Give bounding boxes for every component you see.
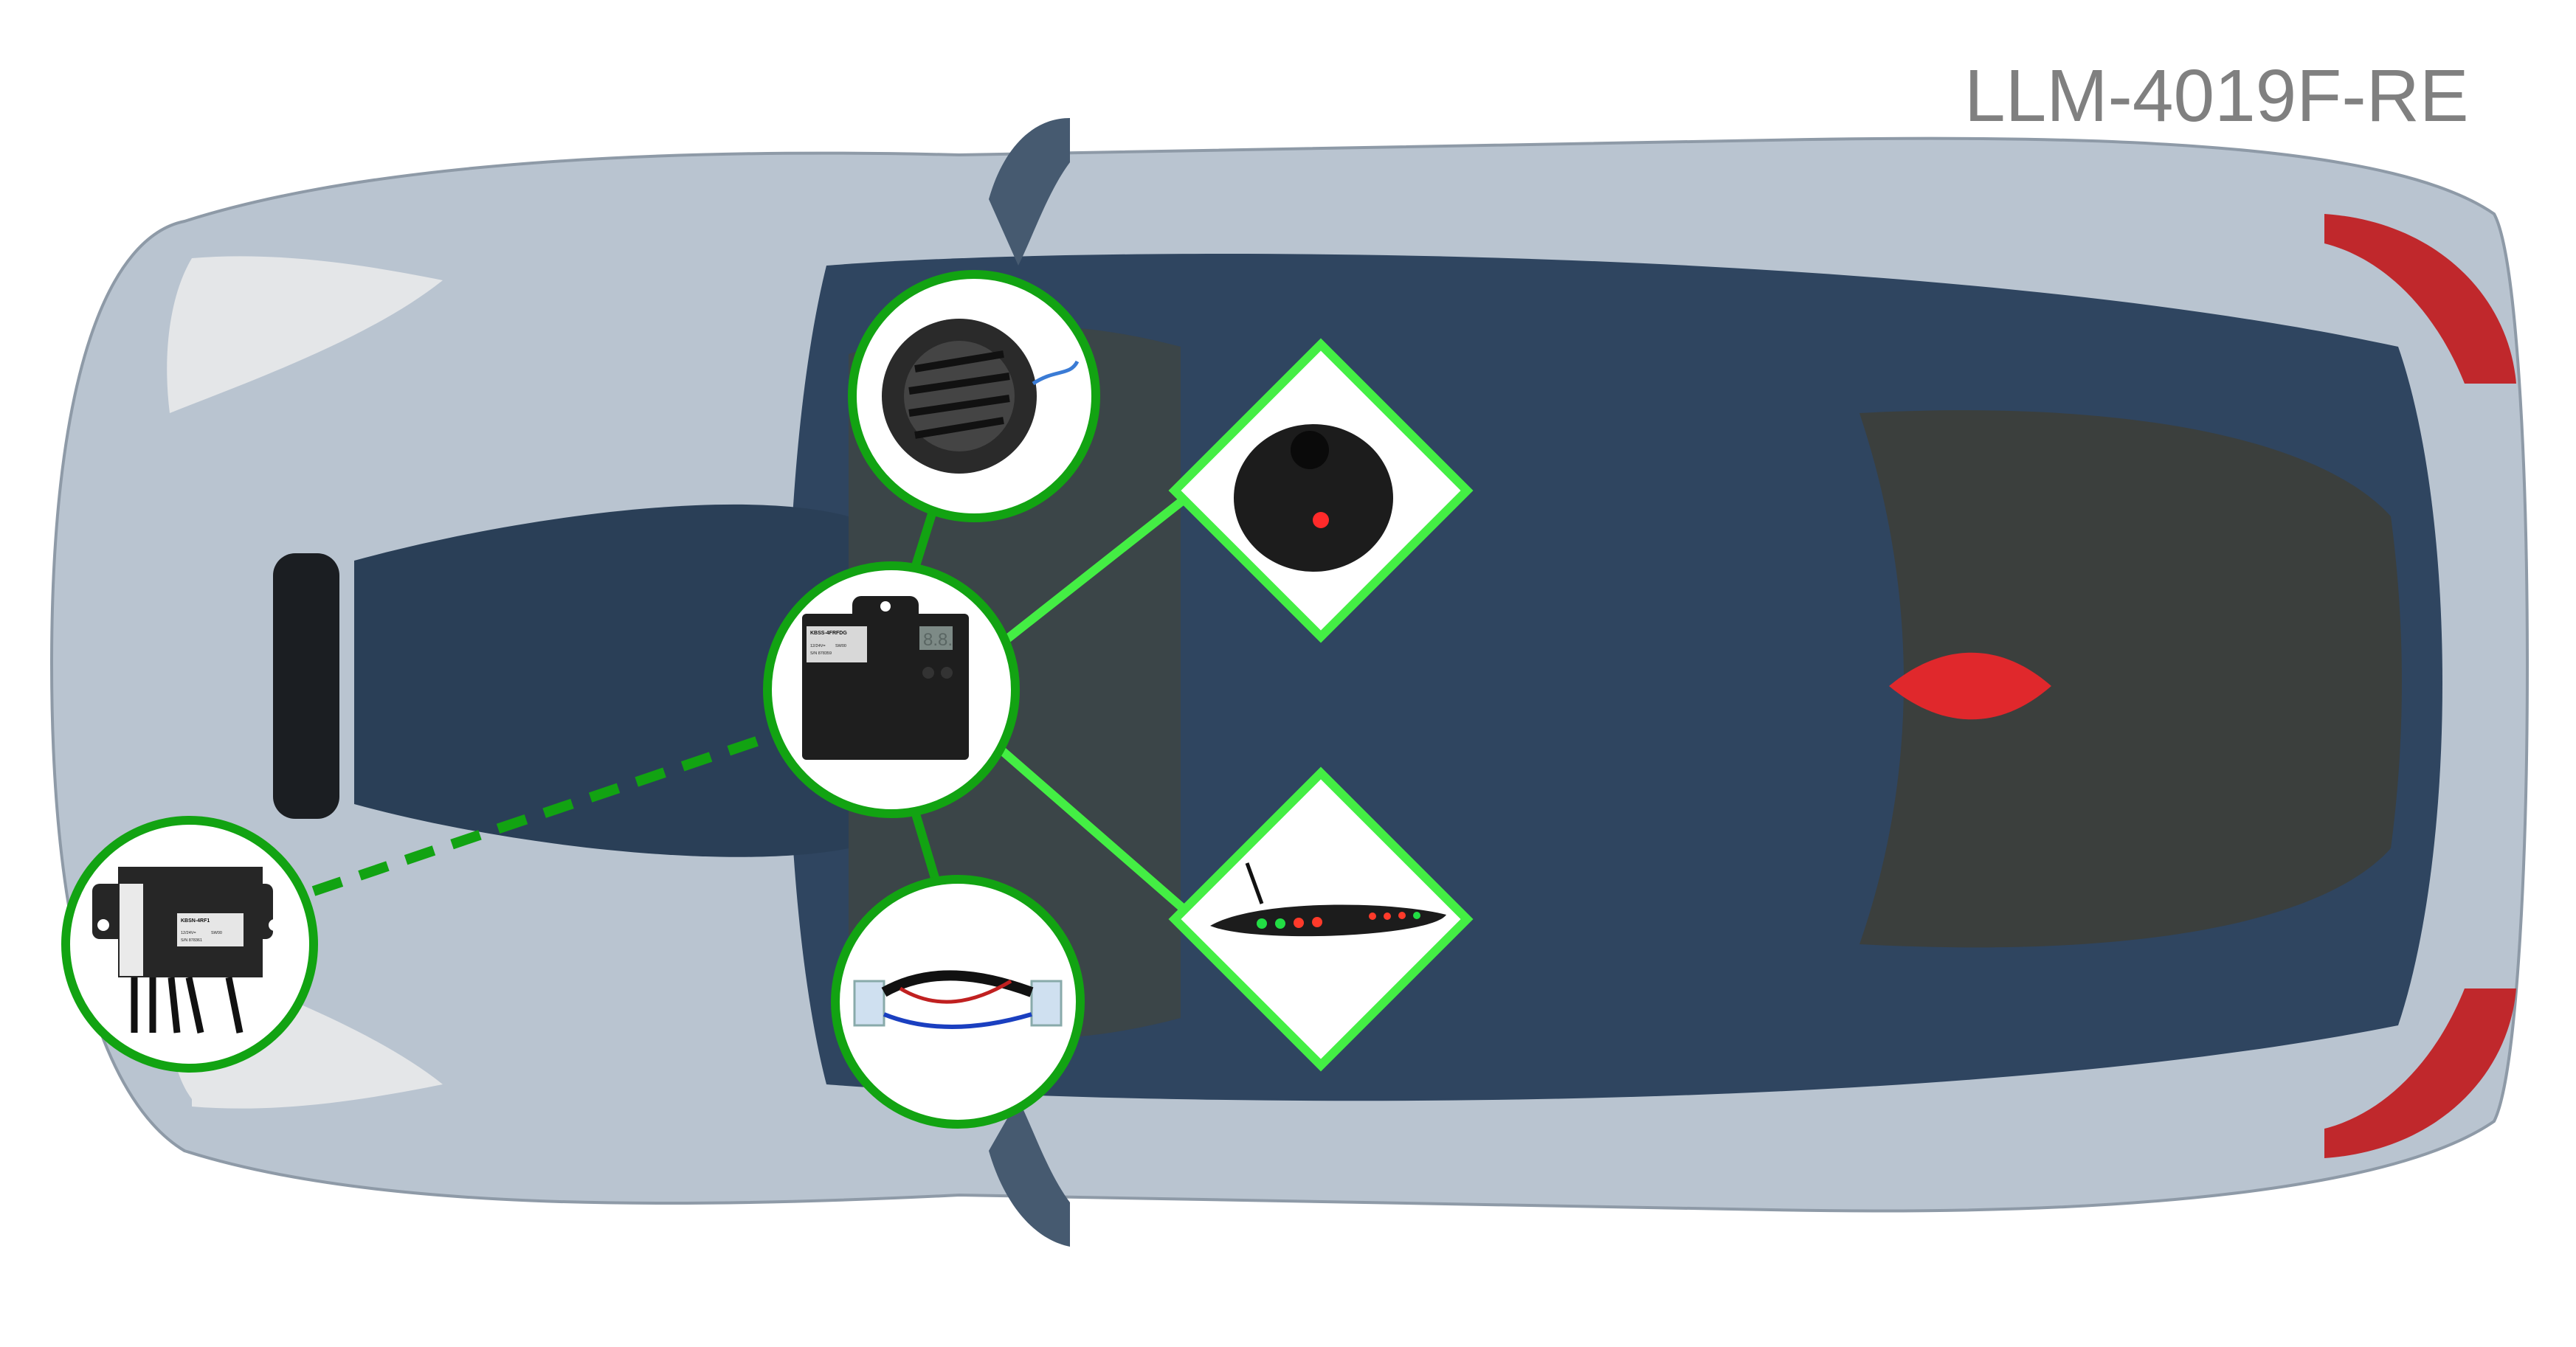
wiring-harness-callout [831, 875, 1085, 1129]
connector-harness [911, 810, 942, 887]
rf-module-model: KBSN-4RF1 [181, 918, 210, 924]
rf-module-sw: SW00 [211, 931, 222, 935]
control-unit-display: 8.8. [923, 630, 953, 650]
speaker-grille-icon [882, 319, 1080, 474]
car-top-view [49, 118, 2529, 1247]
connector-rf-module-dashed [311, 733, 770, 896]
connector-buzzer [911, 508, 938, 569]
led-bar-display-icon [1210, 862, 1446, 937]
model-title: LLM-4019F-RE [1964, 55, 2469, 137]
control-unit-callout: KBSS-4FRFDG 12/24V= SW00 S/N 878359 8.8. [763, 561, 1020, 818]
buzzer-callout [848, 270, 1100, 522]
control-unit-voltage: 12/24V= [810, 644, 826, 648]
rf-module-voltage: 12/24V= [181, 931, 196, 935]
push-button-callout [1168, 338, 1474, 643]
connector-button [1001, 487, 1198, 645]
wire-harness-icon [853, 970, 1063, 1029]
control-unit-button-1 [922, 667, 934, 679]
connector-display [997, 745, 1198, 923]
rf-module-serial: S/N 878361 [181, 938, 202, 943]
led-display-callout [1168, 766, 1474, 1072]
control-unit-serial: S/N 878359 [810, 651, 832, 656]
red-led-button-icon [1234, 424, 1393, 572]
control-unit-model: KBSS-4FRFDG [810, 631, 847, 636]
rf-module-callout: KBSN-4RF1 12/24V= SW00 S/N 878361 [61, 816, 318, 1073]
control-unit-sw: SW00 [835, 644, 846, 648]
control-unit-button-2 [941, 667, 953, 679]
